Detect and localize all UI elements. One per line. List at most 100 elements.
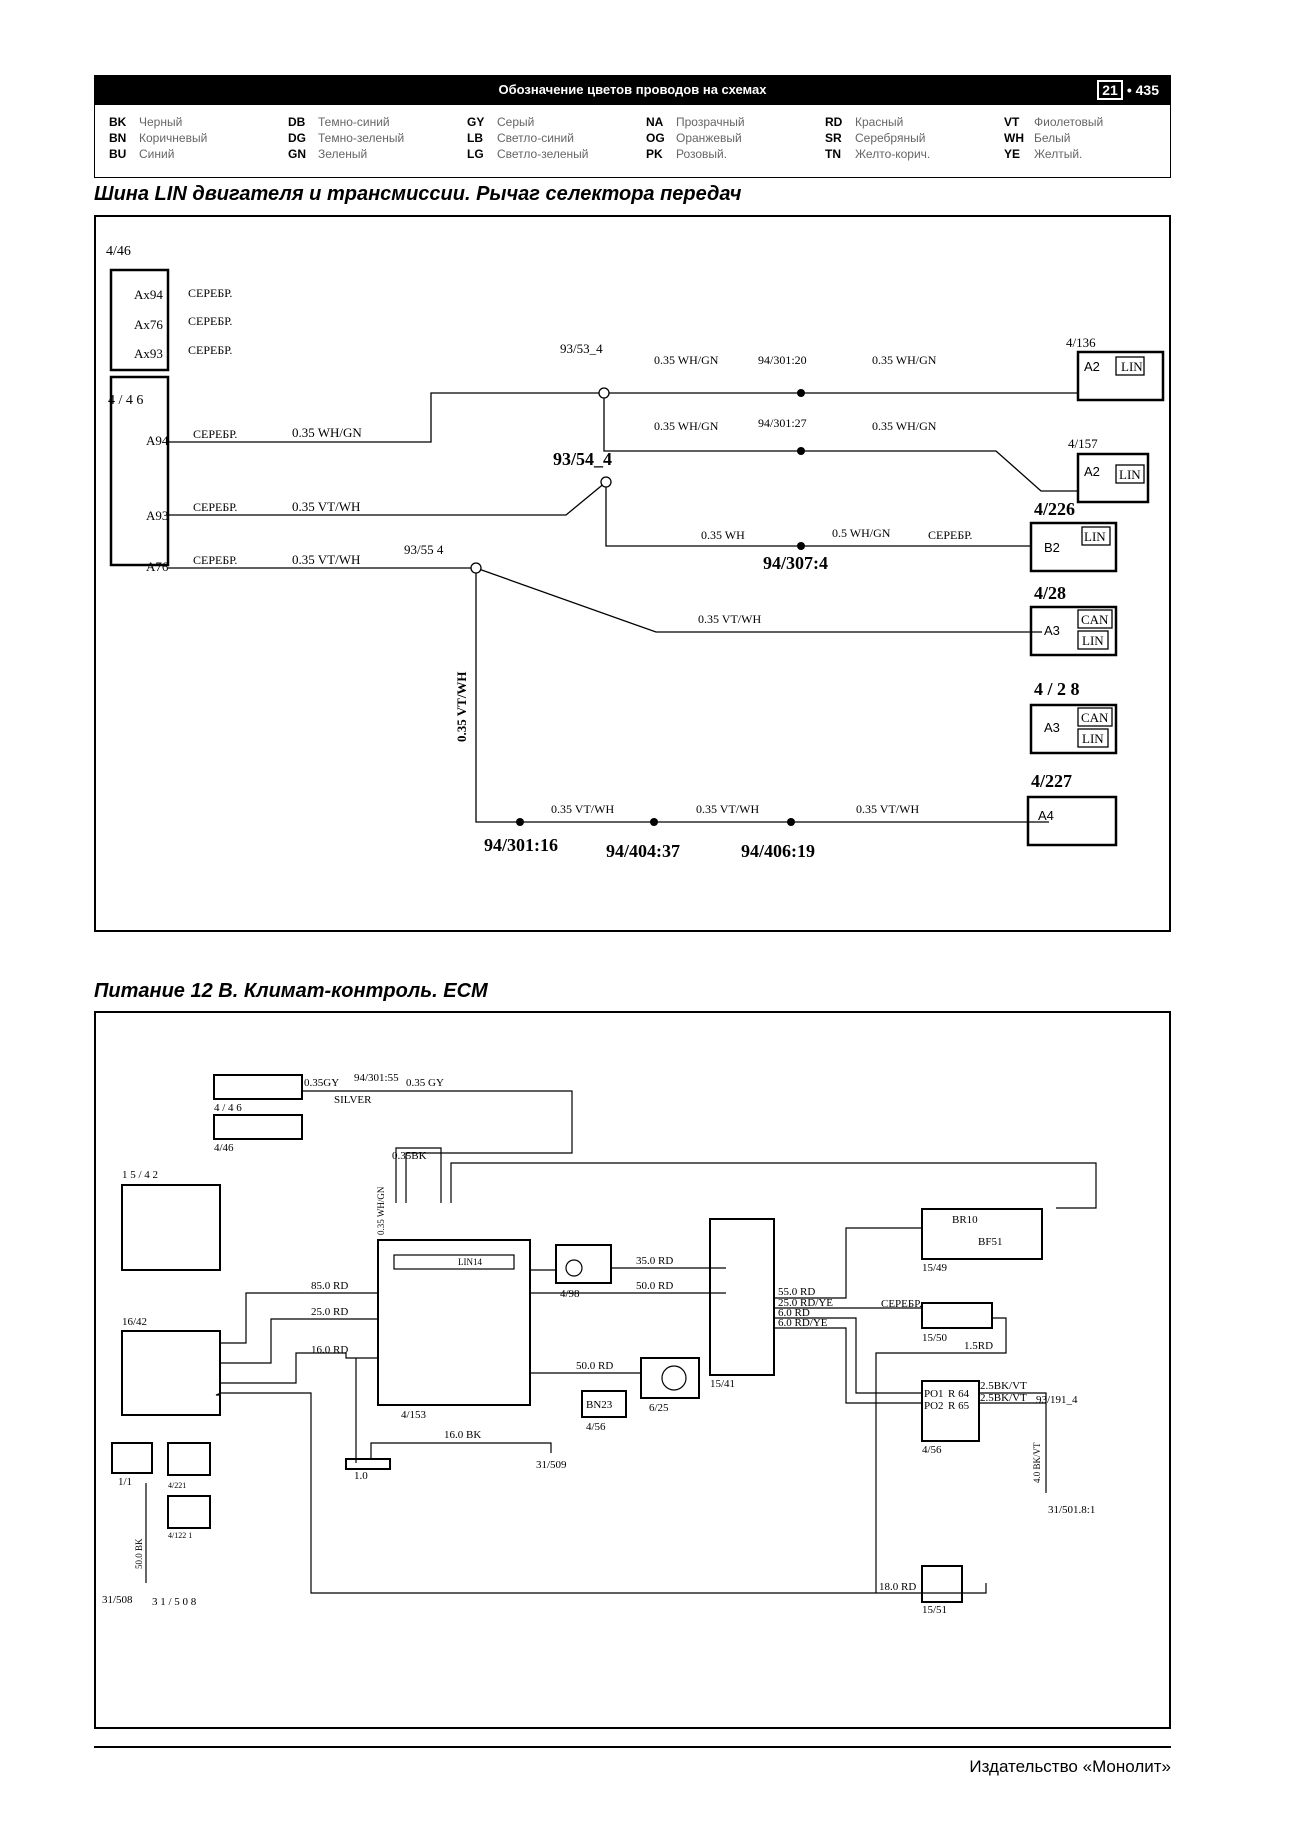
- component-label: BN23: [586, 1399, 613, 1411]
- node-label: 93/54_4: [553, 449, 612, 469]
- silver-label: SILVER: [334, 1094, 372, 1106]
- can-label: CAN: [1081, 710, 1109, 725]
- module-a4: [1026, 795, 1118, 847]
- node-label: 93/55 4: [404, 542, 444, 557]
- module-1550: [921, 1302, 993, 1329]
- connector-block-main: [109, 375, 170, 567]
- connector-dot: [797, 542, 805, 550]
- connector-dot: [797, 389, 805, 397]
- wire-label: 0.35 VT/WH: [856, 802, 919, 816]
- ref-label: 6/25: [649, 1402, 669, 1414]
- module-ref: 4/28: [1034, 583, 1066, 603]
- wire-label: 55.0 RD: [778, 1286, 815, 1298]
- fusebox-lin-bar: [393, 1254, 515, 1270]
- lin-tag: [1077, 630, 1109, 650]
- module-pin: A3: [1044, 623, 1060, 638]
- wire-25rd: [220, 1318, 378, 1364]
- ref-label: 4/122 1: [168, 1531, 192, 1540]
- component-label: BF51: [978, 1236, 1002, 1248]
- silver-label: СЕРЕБР.: [188, 314, 232, 328]
- wire-label: 50.0 RD: [576, 1360, 613, 1372]
- module-a2-top: [1076, 350, 1165, 402]
- ref-label: 15/51: [922, 1604, 947, 1616]
- wire-label: 0.35 VT/WH: [292, 552, 360, 567]
- splice-node: [600, 476, 612, 488]
- pin-label: Ax76: [134, 317, 163, 332]
- module-pin: A3: [1044, 720, 1060, 735]
- connector-label: 31/509: [536, 1459, 567, 1471]
- wire-vtwh-can: [475, 567, 1042, 633]
- battery-11: [111, 1442, 153, 1474]
- module-1542: [121, 1184, 221, 1271]
- connector-label: 94/301:16: [484, 835, 558, 855]
- wire-wh: [605, 482, 1031, 547]
- wire-16rd: [220, 1352, 378, 1384]
- module-b2: [1029, 521, 1118, 573]
- wire-label: 0.35 WH/GN: [292, 425, 362, 440]
- component-625-symbol: [661, 1365, 687, 1391]
- lin-label: LIN: [1082, 633, 1104, 648]
- wire-whgn-2: [603, 393, 1078, 492]
- wire-label: 0.35 VT/WH: [292, 499, 360, 514]
- ref-label: 4 / 4 6: [214, 1102, 242, 1114]
- module-pin: B2: [1044, 540, 1060, 555]
- component-label: BR10: [952, 1214, 978, 1226]
- wire-label: 0.35 GY: [406, 1077, 444, 1089]
- wire-bkvt: [979, 1392, 1047, 1493]
- splice-node: [470, 562, 482, 574]
- module-pin: A2: [1084, 464, 1100, 479]
- pin-label: A76: [146, 559, 169, 574]
- module-4122: [167, 1495, 211, 1529]
- ground-10: [345, 1458, 391, 1470]
- module-pin: A4: [1038, 808, 1054, 823]
- header-title: Обозначение цветов проводов на схемах: [498, 82, 767, 97]
- ref-label: 15/41: [710, 1378, 735, 1390]
- wire-label-vertical: 50.0 BK: [134, 1538, 144, 1569]
- ref-label: 4/46: [214, 1142, 234, 1154]
- wire-label: 0.5 WH/GN: [832, 526, 891, 540]
- wire-serebr: [215, 1392, 987, 1594]
- wire-label-vertical: 4.0 BK/VT: [1032, 1442, 1042, 1483]
- wire-label: 16.0 RD: [311, 1344, 348, 1356]
- can-tag: [1077, 707, 1113, 727]
- lin-label: LIN: [1119, 467, 1141, 482]
- module-ref: 4/227: [1031, 771, 1072, 791]
- lin-label: LIN: [1121, 359, 1143, 374]
- connector-dot: [787, 818, 795, 826]
- page-badge: 21• 435: [1097, 80, 1159, 100]
- wire-label: 25.0 RD: [311, 1306, 348, 1318]
- can-tag: [1077, 609, 1113, 629]
- wire-label: 50.0 RD: [636, 1280, 673, 1292]
- silver-label: СЕРЕБР.: [928, 528, 972, 542]
- connector-dot: [797, 447, 805, 455]
- ref-label: 1/1: [118, 1476, 132, 1488]
- relay-498: [555, 1244, 612, 1284]
- wire-label: 0.35 WH/GN: [872, 353, 937, 367]
- connector-label: 3 1 / 5 0 8: [152, 1596, 197, 1608]
- lin-tag: [1081, 526, 1111, 546]
- ref-label: 1 5 / 4 2: [122, 1169, 158, 1181]
- lin-label: LIN: [1082, 731, 1104, 746]
- wire-label: 85.0 RD: [311, 1280, 348, 1292]
- pin-label: PO1: [924, 1388, 944, 1400]
- ref-label: 4/56: [586, 1421, 606, 1433]
- wire-label: 18.0 RD: [879, 1581, 916, 1593]
- connector-block-top: [109, 268, 170, 372]
- ref-label: 4/98: [560, 1288, 580, 1300]
- wire-label: 2.5BK/VT: [980, 1380, 1027, 1392]
- wire-6rdye: [774, 1327, 922, 1404]
- relay-coil: [565, 1259, 583, 1277]
- connector-dot: [516, 818, 524, 826]
- silver-label: СЕРЕБР.: [881, 1298, 922, 1310]
- lin-tag: [1115, 464, 1145, 484]
- wire-label: 6.0 RD/YE: [778, 1317, 828, 1329]
